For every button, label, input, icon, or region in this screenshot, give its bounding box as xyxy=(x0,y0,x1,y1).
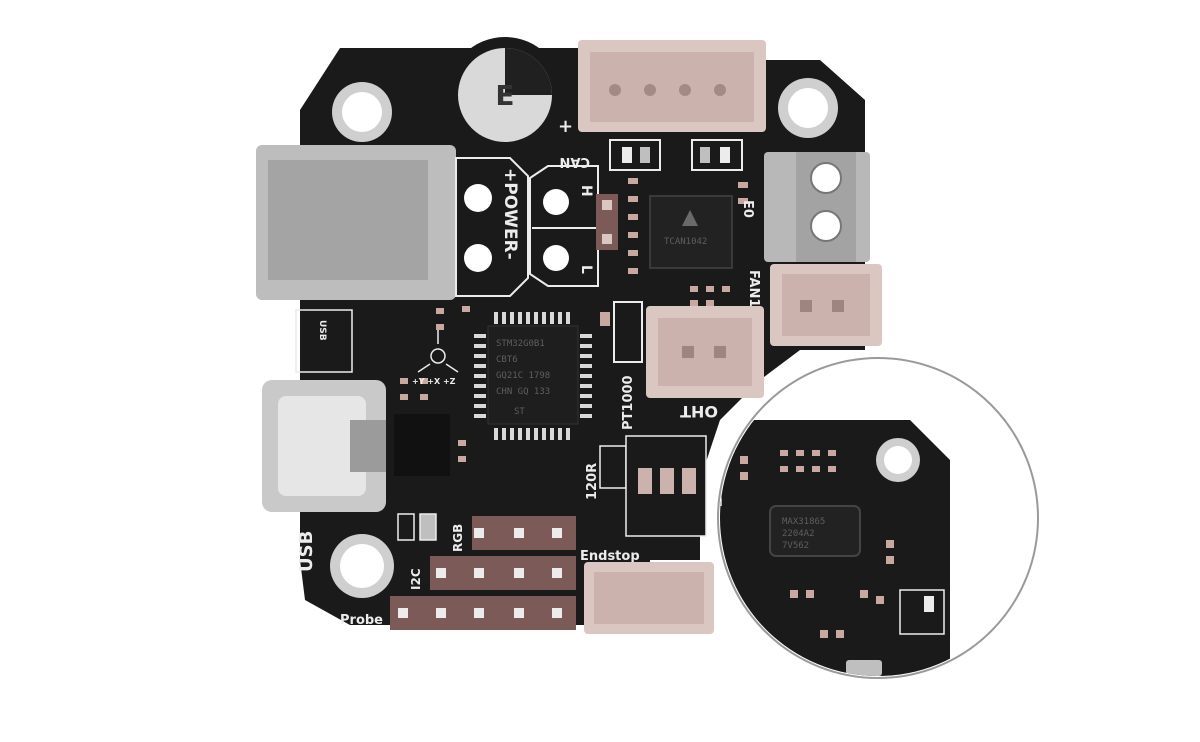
zoom-chip-text-3: 7V562 xyxy=(782,541,809,551)
square-ic xyxy=(394,414,450,476)
can-label: CAN xyxy=(560,154,590,169)
i2c-label: I2C xyxy=(409,568,423,590)
mcu-chip: STM32G0B1 CBT6 GQ21C 1798 CHN GQ 133 ST xyxy=(474,312,592,440)
capacitor-mark: E xyxy=(495,79,514,112)
usb-small-label: USB xyxy=(317,320,327,341)
e0-label: E0 xyxy=(740,200,755,218)
mcu-text-3: GQ21C 1798 xyxy=(496,371,550,381)
usb-c-port-icon xyxy=(262,380,386,512)
fan-partial-label: OHT xyxy=(680,402,718,421)
ohm-label: 120R xyxy=(585,463,600,500)
fan1-connector: FAN1 xyxy=(746,264,882,346)
led-1 xyxy=(397,513,415,541)
endstop-label: Endstop xyxy=(580,549,640,564)
mcu-logo: ST xyxy=(514,407,525,417)
zoom-chip-text-1: MAX31865 xyxy=(782,517,825,527)
mount-hole-icon xyxy=(330,78,838,598)
top-connector xyxy=(578,40,766,132)
capacitor-icon: E + xyxy=(447,37,573,153)
capacitor-plus: + xyxy=(558,116,573,137)
power-label: +POWER- xyxy=(500,168,520,260)
zoom-chip xyxy=(769,505,861,557)
accel-axes-label: +Y +X +Z xyxy=(412,377,456,386)
usb-label: USB xyxy=(296,531,317,572)
pt1000-label: PT1000 xyxy=(621,375,636,430)
probe-label: Probe xyxy=(340,613,383,628)
fan-connector: OHT xyxy=(646,306,764,421)
pin-headers xyxy=(390,516,576,630)
e0-terminal: E0 xyxy=(740,152,870,262)
smd-passives xyxy=(400,178,748,462)
can-chip-text: TCAN1042 xyxy=(664,237,707,247)
mcu-text-1: STM32G0B1 xyxy=(496,339,545,349)
mcu-text-4: CHN GQ 133 xyxy=(496,387,550,397)
can-transceiver-chip: TCAN1042 xyxy=(649,195,733,269)
zoom-chip-text-2: 2204A2 xyxy=(782,529,815,539)
power-terminal: +POWER- xyxy=(455,157,529,297)
rgb-label: RGB xyxy=(451,524,465,552)
magnifier-circle-icon: MAX31865 2204A2 7V562 xyxy=(717,357,1039,679)
can-h: H xyxy=(578,185,594,197)
fan1-label: FAN1 xyxy=(746,270,761,307)
accel-axes-marker xyxy=(417,330,459,373)
can-l: L xyxy=(578,265,594,274)
endstop-connector xyxy=(584,562,714,634)
mcu-text-2: CBT6 xyxy=(496,355,518,365)
can-terminal: CAN H L xyxy=(529,154,599,287)
led-2 xyxy=(419,513,437,541)
